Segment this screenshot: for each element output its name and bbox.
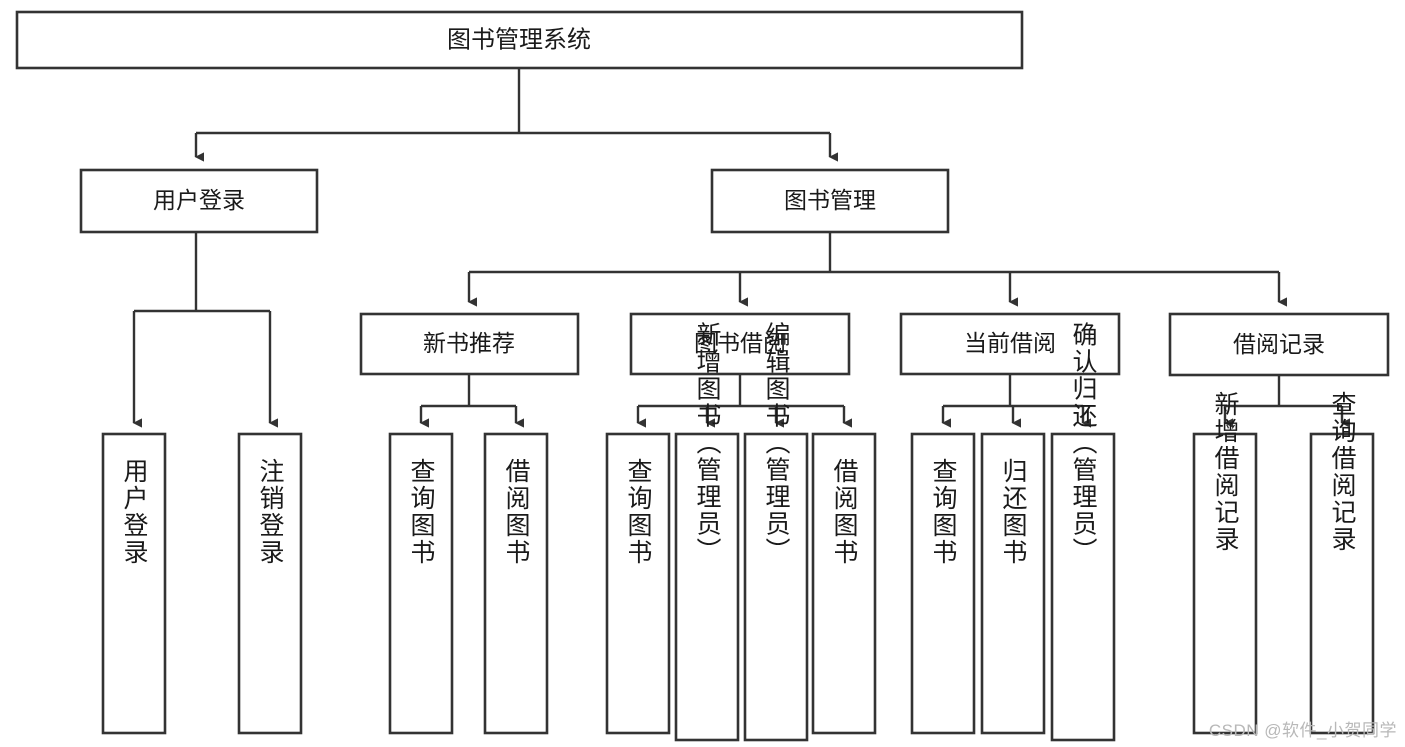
node-current-borrow[interactable]: 当前借阅 — [899, 312, 1121, 376]
node-leaf-user-login[interactable]: 用户登录 — [101, 432, 167, 735]
node-leaf-borrow-book-1-label: 借阅图书 — [502, 458, 531, 566]
node-leaf-query-book-3-box — [910, 432, 976, 735]
node-root[interactable]: 图书管理系统 — [15, 10, 1024, 70]
edge-layer — [132, 68, 1350, 428]
node-user-login-label: 用户登录 — [153, 187, 245, 213]
node-book-manage-label: 图书管理 — [784, 187, 876, 213]
node-leaf-logout-login[interactable]: 注销登录 — [237, 432, 303, 735]
node-leaf-query-book-3-label: 查询图书 — [929, 458, 958, 566]
node-leaf-add-book[interactable]: 新增图书（管理员） — [674, 322, 740, 742]
node-book-borrow-label: 图书借阅 — [694, 330, 786, 356]
node-leaf-logout-login-box — [237, 432, 303, 735]
node-leaf-query-book-1[interactable]: 查询图书 — [388, 432, 454, 735]
node-leaf-query-book-2-label: 查询图书 — [624, 458, 653, 566]
node-leaf-confirm-return-label: 确认归还（管理员） — [1069, 322, 1098, 565]
node-root-box — [15, 10, 1024, 70]
node-leaf-logout-login-label: 注销登录 — [256, 458, 285, 566]
node-leaf-user-login-box — [101, 432, 167, 735]
node-user-login[interactable]: 用户登录 — [79, 168, 319, 234]
node-leaf-add-record-label: 新增借阅记录 — [1211, 391, 1240, 553]
node-root-label: 图书管理系统 — [447, 26, 591, 53]
node-user-login-box — [79, 168, 319, 234]
node-new-book-recommend-label: 新书推荐 — [423, 330, 515, 356]
node-leaf-query-book-3[interactable]: 查询图书 — [910, 432, 976, 735]
node-leaf-borrow-book-1-box — [483, 432, 549, 735]
node-leaf-edit-book-label: 编辑图书（管理员） — [762, 322, 791, 565]
node-borrow-record-label: 借阅记录 — [1233, 331, 1325, 357]
node-leaf-return-book-label: 归还图书 — [999, 458, 1028, 566]
node-leaf-query-book-1-label: 查询图书 — [407, 458, 436, 566]
node-book-manage-box — [710, 168, 950, 234]
node-leaf-query-book-2[interactable]: 查询图书 — [605, 432, 671, 735]
node-borrow-record-box — [1168, 312, 1390, 377]
node-leaf-query-book-1-box — [388, 432, 454, 735]
node-new-book-recommend[interactable]: 新书推荐 — [359, 312, 580, 376]
node-leaf-confirm-return-box — [1050, 432, 1116, 742]
node-leaf-user-login-label: 用户登录 — [120, 458, 149, 566]
node-new-book-recommend-box — [359, 312, 580, 376]
node-leaf-borrow-book-1[interactable]: 借阅图书 — [483, 432, 549, 735]
node-leaf-return-book[interactable]: 归还图书 — [980, 432, 1046, 735]
node-current-borrow-label: 当前借阅 — [964, 330, 1056, 356]
node-leaf-add-record-box — [1192, 432, 1258, 735]
node-current-borrow-box — [899, 312, 1121, 376]
node-book-manage[interactable]: 图书管理 — [710, 168, 950, 234]
node-leaf-borrow-book-2-box — [811, 432, 877, 735]
node-leaf-query-record-box — [1309, 432, 1375, 735]
node-leaf-add-book-box — [674, 432, 740, 742]
node-book-borrow-box — [629, 312, 851, 376]
node-leaf-add-record[interactable]: 新增借阅记录 — [1192, 391, 1258, 735]
node-leaf-add-book-label: 新增图书（管理员） — [693, 322, 722, 565]
node-leaf-borrow-book-2[interactable]: 借阅图书 — [811, 432, 877, 735]
node-leaf-edit-book[interactable]: 编辑图书（管理员） — [743, 322, 809, 742]
node-leaf-query-book-2-box — [605, 432, 671, 735]
node-leaf-confirm-return[interactable]: 确认归还（管理员） — [1050, 322, 1116, 742]
node-leaf-return-book-box — [980, 432, 1046, 735]
node-book-borrow[interactable]: 图书借阅 — [629, 312, 851, 376]
node-borrow-record[interactable]: 借阅记录 — [1168, 312, 1390, 377]
node-leaf-edit-book-box — [743, 432, 809, 742]
node-leaf-query-record-label: 查询借阅记录 — [1328, 391, 1357, 553]
node-leaf-query-record[interactable]: 查询借阅记录 — [1309, 391, 1375, 735]
node-leaf-borrow-book-2-label: 借阅图书 — [830, 458, 859, 566]
